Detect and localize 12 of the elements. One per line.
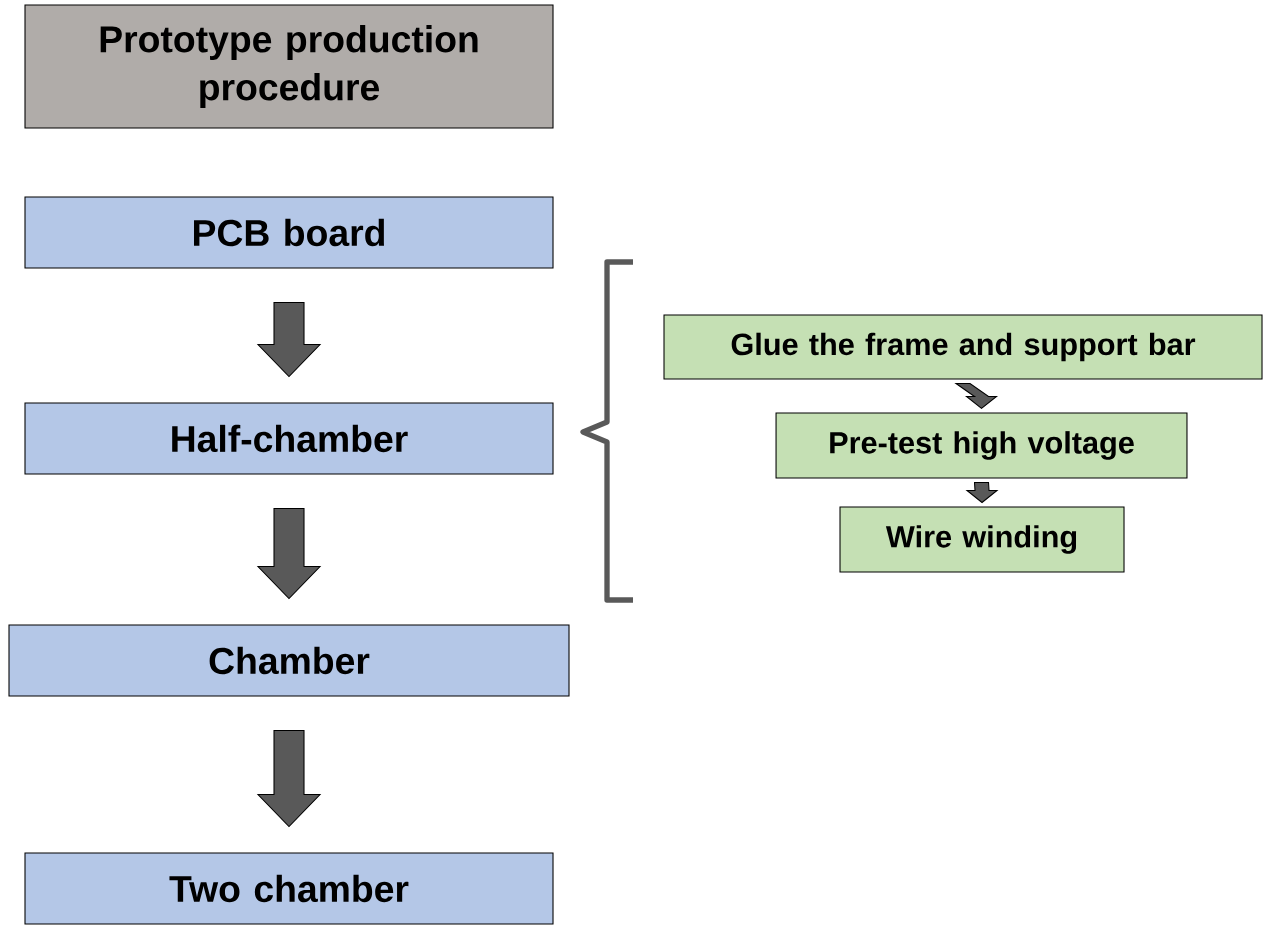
arrow [965, 482, 999, 504]
step-box: Pre-test high voltage [775, 412, 1188, 479]
step-box: Glue the frame and support bar [663, 314, 1263, 380]
process-box: Two chamber [24, 852, 554, 925]
arrow [256, 507, 322, 600]
process-box: Chamber [8, 624, 570, 697]
process-box: PCB board [24, 196, 554, 269]
process-box: Half-chamber [24, 402, 554, 475]
arrow [256, 729, 322, 828]
step-box: Wire winding [839, 506, 1125, 573]
arrow [256, 301, 322, 378]
title-box: Prototype production procedure [24, 4, 554, 129]
